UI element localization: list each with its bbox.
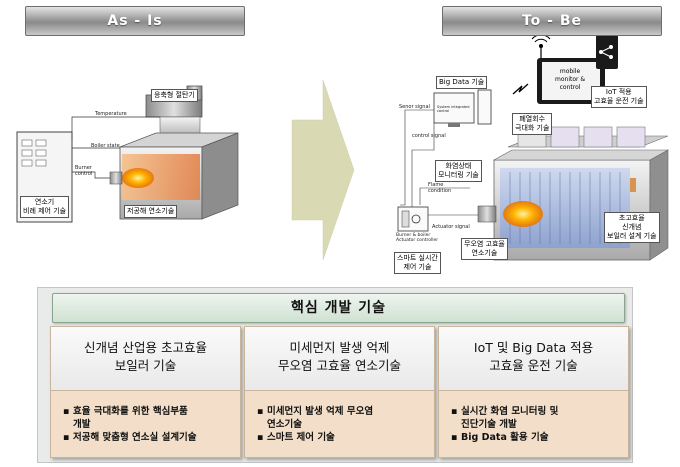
bullet-item: ▪저공해 맞춤형 연소실 설계기술 bbox=[63, 432, 197, 443]
low-pollution-combustion-label: 저공해 연소기술 bbox=[124, 205, 178, 218]
core-column-title: IoT 및 Big Data 적용 고효율 운전 기술 bbox=[473, 340, 594, 373]
core-column-title: 신개념 산업용 초고효율 보일러 기술 bbox=[84, 340, 207, 373]
system-controller-label: System integrated control bbox=[437, 105, 470, 113]
bullet-item: ▪Big Data 활용 기술 bbox=[451, 432, 549, 443]
iot-label: IoT 적용 고효율 운전 기술 bbox=[591, 86, 647, 108]
to-be-header: To - Be bbox=[442, 6, 662, 36]
to-be-burner bbox=[477, 205, 497, 223]
core-column-combustion: 미세먼지 발생 억제 무오염 고효율 연소기술 ▪미세먼지 발생 억제 무오염 … bbox=[244, 326, 435, 458]
boiler-state-label: Boiler state bbox=[91, 143, 120, 149]
flame-monitoring-label: 화염상태 모니터링 기술 bbox=[435, 160, 482, 182]
sensor-signal-label: Senor signal bbox=[399, 104, 430, 110]
bullet-item: ▪효율 극대화를 위한 핵심부품 개발 bbox=[63, 406, 188, 430]
control-signal-label: control signal bbox=[412, 133, 446, 139]
smart-control-label: 스마트 실시간 제어 기술 bbox=[394, 252, 441, 274]
wireless-antenna-icon bbox=[531, 34, 551, 58]
pc-tower bbox=[477, 89, 492, 125]
big-data-label: Big Data 기술 bbox=[436, 76, 488, 89]
as-is-header: As - Is bbox=[25, 6, 245, 36]
flame-icon bbox=[122, 168, 154, 188]
mobile-monitor-label: mobile monitor & control bbox=[555, 68, 586, 91]
transition-arrow bbox=[291, 79, 355, 261]
to-be-flame-icon bbox=[503, 201, 543, 227]
condensing-economizer-label: 응축형 절탄기 bbox=[151, 89, 198, 102]
core-column-iot: IoT 및 Big Data 적용 고효율 운전 기술 ▪실시간 화염 모니터링… bbox=[438, 326, 629, 458]
core-column-boiler: 신개념 산업용 초고효율 보일러 기술 ▪효율 극대화를 위한 핵심부품 개발 … bbox=[50, 326, 241, 458]
wireless-signal-icon bbox=[512, 83, 529, 95]
temperature-label: Temperature bbox=[95, 111, 127, 117]
bullet-item: ▪미세먼지 발생 억제 무오염 연소기술 bbox=[257, 406, 374, 430]
burner bbox=[109, 171, 123, 185]
smartphone-icon bbox=[596, 35, 618, 69]
process-diagram bbox=[16, 34, 670, 261]
no-mist-combustion-label: 무오염 고효율 연소기술 bbox=[461, 238, 508, 260]
bullet-item: ▪실시간 화염 모니터링 및 진단기술 개발 bbox=[451, 406, 559, 430]
flame-condition-label: Flame condition bbox=[428, 182, 452, 194]
to-be-boiler-illustration bbox=[397, 34, 670, 261]
core-technology-title: 핵심 개발 기술 bbox=[52, 293, 625, 323]
proportional-control-label: 연소기 비례 제어 기술 bbox=[20, 196, 70, 218]
actuator-controller-label: Burner & boiler Actuator controller bbox=[396, 233, 439, 243]
actuator-signal-label: Actuator signal bbox=[432, 224, 470, 230]
waste-heat-recovery-label: 폐열회수 극대화 기술 bbox=[512, 113, 553, 135]
as-is-boiler-illustration bbox=[16, 85, 239, 223]
ultra-boiler-label: 초고효율 신개념 보일러 설계 기술 bbox=[604, 212, 660, 243]
core-column-title: 미세먼지 발생 억제 무오염 고효율 연소기술 bbox=[278, 340, 401, 373]
bullet-item: ▪스마트 제어 기술 bbox=[257, 432, 335, 443]
burner-control-label: Burner control bbox=[75, 165, 93, 177]
